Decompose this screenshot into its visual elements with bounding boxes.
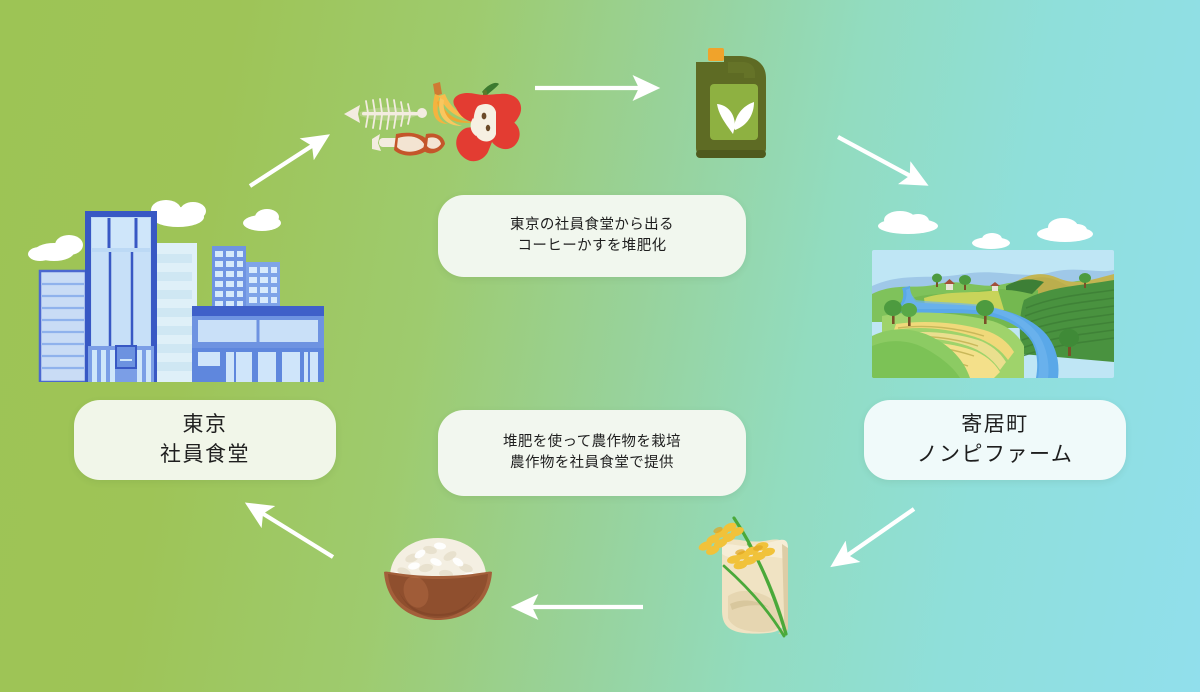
note-cultivation-line1: 堆肥を使って農作物を栽培 xyxy=(502,434,682,451)
node-label-farm-line1: 寄居町 xyxy=(961,413,1029,437)
rice-sack-icon xyxy=(688,500,838,650)
arrow-city-to-waste xyxy=(248,134,330,188)
note-cultivation[interactable]: 堆肥を使って農作物を栽培 農作物を社員食堂で提供 xyxy=(438,410,746,496)
farm-landscape-icon xyxy=(872,250,1114,378)
city-buildings-icon xyxy=(26,196,346,382)
node-label-tokyo-line1: 東京 xyxy=(182,413,228,437)
note-compost-line2: コーヒーかすを堆肥化 xyxy=(517,238,667,254)
note-compost[interactable]: 東京の社員食堂から出る コーヒーかすを堆肥化 xyxy=(438,195,746,277)
node-label-farm[interactable]: 寄居町 ノンピファーム xyxy=(864,400,1126,480)
cloud-icon xyxy=(860,198,1130,258)
arrow-compost-to-farm xyxy=(837,135,929,186)
arrow-farm-to-sack xyxy=(830,507,916,568)
rice-bowl-icon xyxy=(368,528,508,628)
food-waste-icon xyxy=(336,72,532,184)
compost-fertilizer-can-icon xyxy=(686,44,780,164)
node-label-farm-line2: ノンピファーム xyxy=(916,443,1074,466)
node-label-tokyo-line2: 社員食堂 xyxy=(160,443,250,466)
arrow-bowl-to-city xyxy=(244,502,335,559)
node-label-tokyo[interactable]: 東京 社員食堂 xyxy=(74,400,336,480)
note-cultivation-line2: 農作物を社員食堂で提供 xyxy=(510,455,674,471)
note-compost-line1: 東京の社員食堂から出る xyxy=(510,217,674,234)
